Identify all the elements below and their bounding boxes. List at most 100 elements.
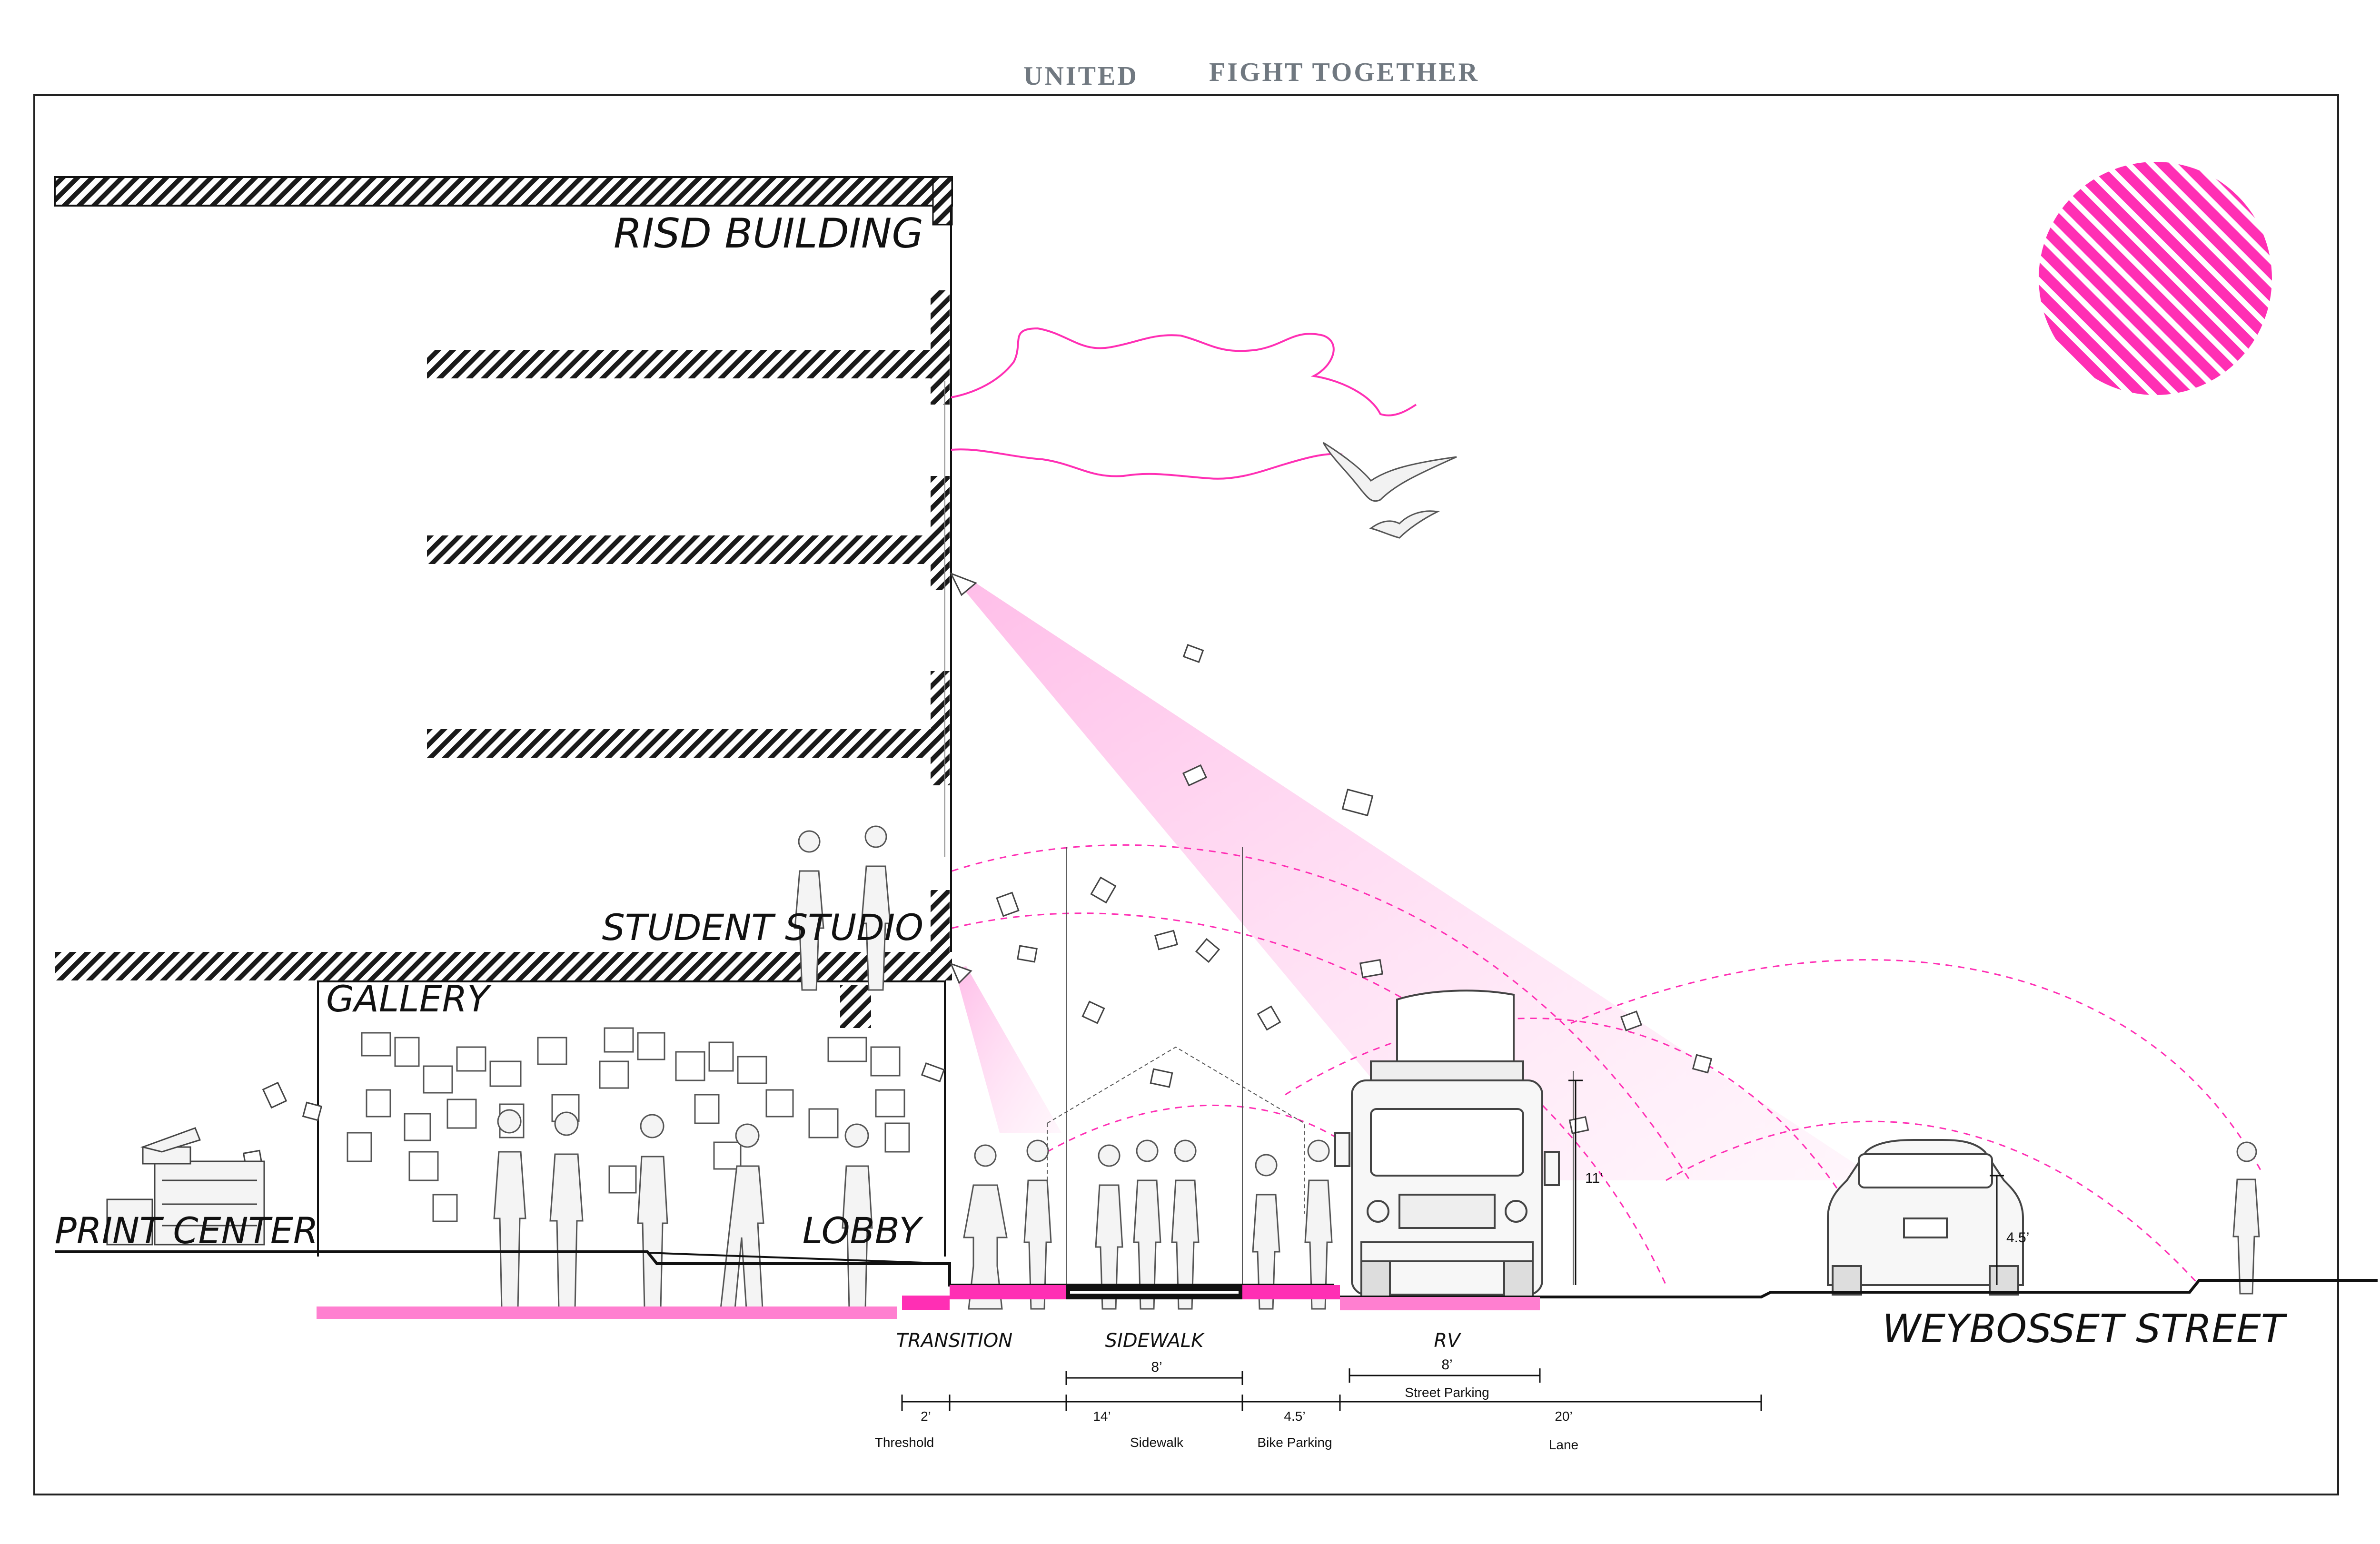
rv-wheel-right	[1503, 1260, 1534, 1298]
flyer	[1090, 876, 1117, 904]
transition-bar-small	[902, 1296, 950, 1310]
dim-car-height: 4.5’	[2006, 1230, 2029, 1246]
rv-headlight-right	[1505, 1200, 1527, 1223]
rv-bar	[1340, 1297, 1540, 1310]
label-risd-building: RISD BUILDING	[614, 210, 923, 257]
rv-roof-rack	[1370, 1060, 1524, 1081]
poster	[737, 1056, 767, 1084]
poster	[446, 1099, 477, 1129]
zone-bars	[317, 1285, 1540, 1319]
person-icon	[1023, 1139, 1052, 1310]
person-icon	[1133, 1139, 1161, 1310]
projector-lower	[950, 962, 972, 984]
projection-cone-lower	[954, 966, 1061, 1133]
poster	[884, 1122, 910, 1153]
person-icon	[861, 825, 891, 991]
car-plate	[1903, 1217, 1948, 1238]
poster	[361, 1032, 391, 1057]
trajectory-3	[1285, 1018, 1857, 1219]
dim-sidewalk-value: 14’	[1093, 1409, 1111, 1424]
poster	[394, 1037, 420, 1067]
dim-rv-height: 11’	[1585, 1170, 1603, 1186]
poster	[489, 1060, 522, 1087]
dim-rv-sub: Street Parking	[1405, 1385, 1489, 1400]
trajectory-6	[1047, 1104, 1357, 1153]
car-tire-right	[1989, 1265, 2019, 1296]
person-icon	[1171, 1139, 1200, 1310]
poster	[366, 1089, 391, 1118]
car-tire-left	[1832, 1265, 1862, 1296]
poster	[408, 1151, 439, 1181]
flyer	[302, 1101, 323, 1121]
poster	[432, 1194, 458, 1222]
poster	[694, 1094, 720, 1124]
rv-roof-banner	[1396, 990, 1515, 1072]
gallery-poster-wall	[347, 1027, 910, 1222]
threshold-bar	[317, 1306, 897, 1319]
flyer	[1182, 644, 1204, 663]
zone-rv: RV	[1434, 1330, 1461, 1352]
zone-transition: TRANSITION	[896, 1330, 1012, 1352]
rv-mirror-left	[1334, 1132, 1350, 1167]
poster	[608, 1165, 637, 1194]
dimension-lines	[901, 1079, 2004, 1411]
facade-column-2	[931, 476, 950, 590]
flyer	[1692, 1054, 1713, 1074]
trajectory-5	[1666, 1120, 2200, 1286]
flyer	[1257, 1005, 1281, 1031]
dim-threshold-value: 2’	[921, 1409, 931, 1424]
person-icon	[794, 830, 824, 991]
bike-bar	[1242, 1285, 1340, 1299]
people-silhouettes	[493, 825, 2260, 1310]
dim-sidewalk-width: 8’	[1151, 1359, 1162, 1375]
projector-upper	[949, 572, 977, 596]
flyer	[262, 1081, 288, 1109]
person-icon	[963, 1144, 1008, 1310]
floor-slab-3	[427, 729, 941, 758]
flying-flyers	[242, 644, 1713, 1174]
transition-bar	[950, 1285, 1066, 1299]
dim-bike-label: Bike Parking	[1257, 1435, 1332, 1450]
rv-grille	[1398, 1194, 1496, 1229]
lobby-slope	[647, 1252, 950, 1265]
poster	[537, 1037, 567, 1065]
label-student-studio: STUDENT STUDIO	[602, 906, 923, 949]
facade-column-3	[931, 671, 950, 785]
flyer	[1568, 1116, 1589, 1135]
poster	[637, 1032, 665, 1060]
stamp-fight-together: FIGHT TOGETHER	[1209, 58, 1479, 87]
seagull-birds	[1322, 442, 1457, 539]
rv-mirror-right	[1544, 1151, 1560, 1186]
poster	[423, 1065, 453, 1094]
facade-column-4	[931, 890, 950, 980]
flyer	[1150, 1068, 1173, 1088]
dim-lane-value: 20’	[1555, 1409, 1572, 1424]
dim-rv-width: 8’	[1441, 1357, 1452, 1373]
rv-windshield	[1370, 1108, 1524, 1177]
rv-bumper	[1360, 1241, 1534, 1262]
label-gallery: GALLERY	[326, 978, 492, 1020]
poster	[347, 1132, 372, 1162]
poster	[808, 1108, 839, 1138]
rv-wheel-left	[1360, 1260, 1391, 1298]
risd-building-structure	[54, 176, 953, 1257]
person-icon	[493, 1109, 526, 1310]
drawing-frame	[33, 94, 2339, 1495]
bird-small	[1369, 510, 1440, 539]
car-vehicle	[1827, 1139, 2024, 1296]
flyer	[1620, 1010, 1643, 1031]
dim-sidewalk-label: Sidewalk	[1130, 1435, 1184, 1450]
flyer	[1017, 945, 1038, 963]
poster	[713, 1141, 742, 1170]
roof-slab	[54, 176, 953, 207]
label-weybosset-street: WEYBOSSET STREET	[1882, 1306, 2288, 1352]
rv-headlight-left	[1367, 1200, 1389, 1223]
bird-large	[1322, 442, 1457, 502]
dim-bike-value: 4.5’	[1284, 1409, 1305, 1424]
smoke-cloud	[951, 327, 1417, 480]
poster	[456, 1046, 486, 1072]
floor-slab-1	[427, 350, 941, 378]
label-print-center: PRINT CENTER	[55, 1209, 318, 1252]
gallery-column	[840, 985, 871, 1028]
